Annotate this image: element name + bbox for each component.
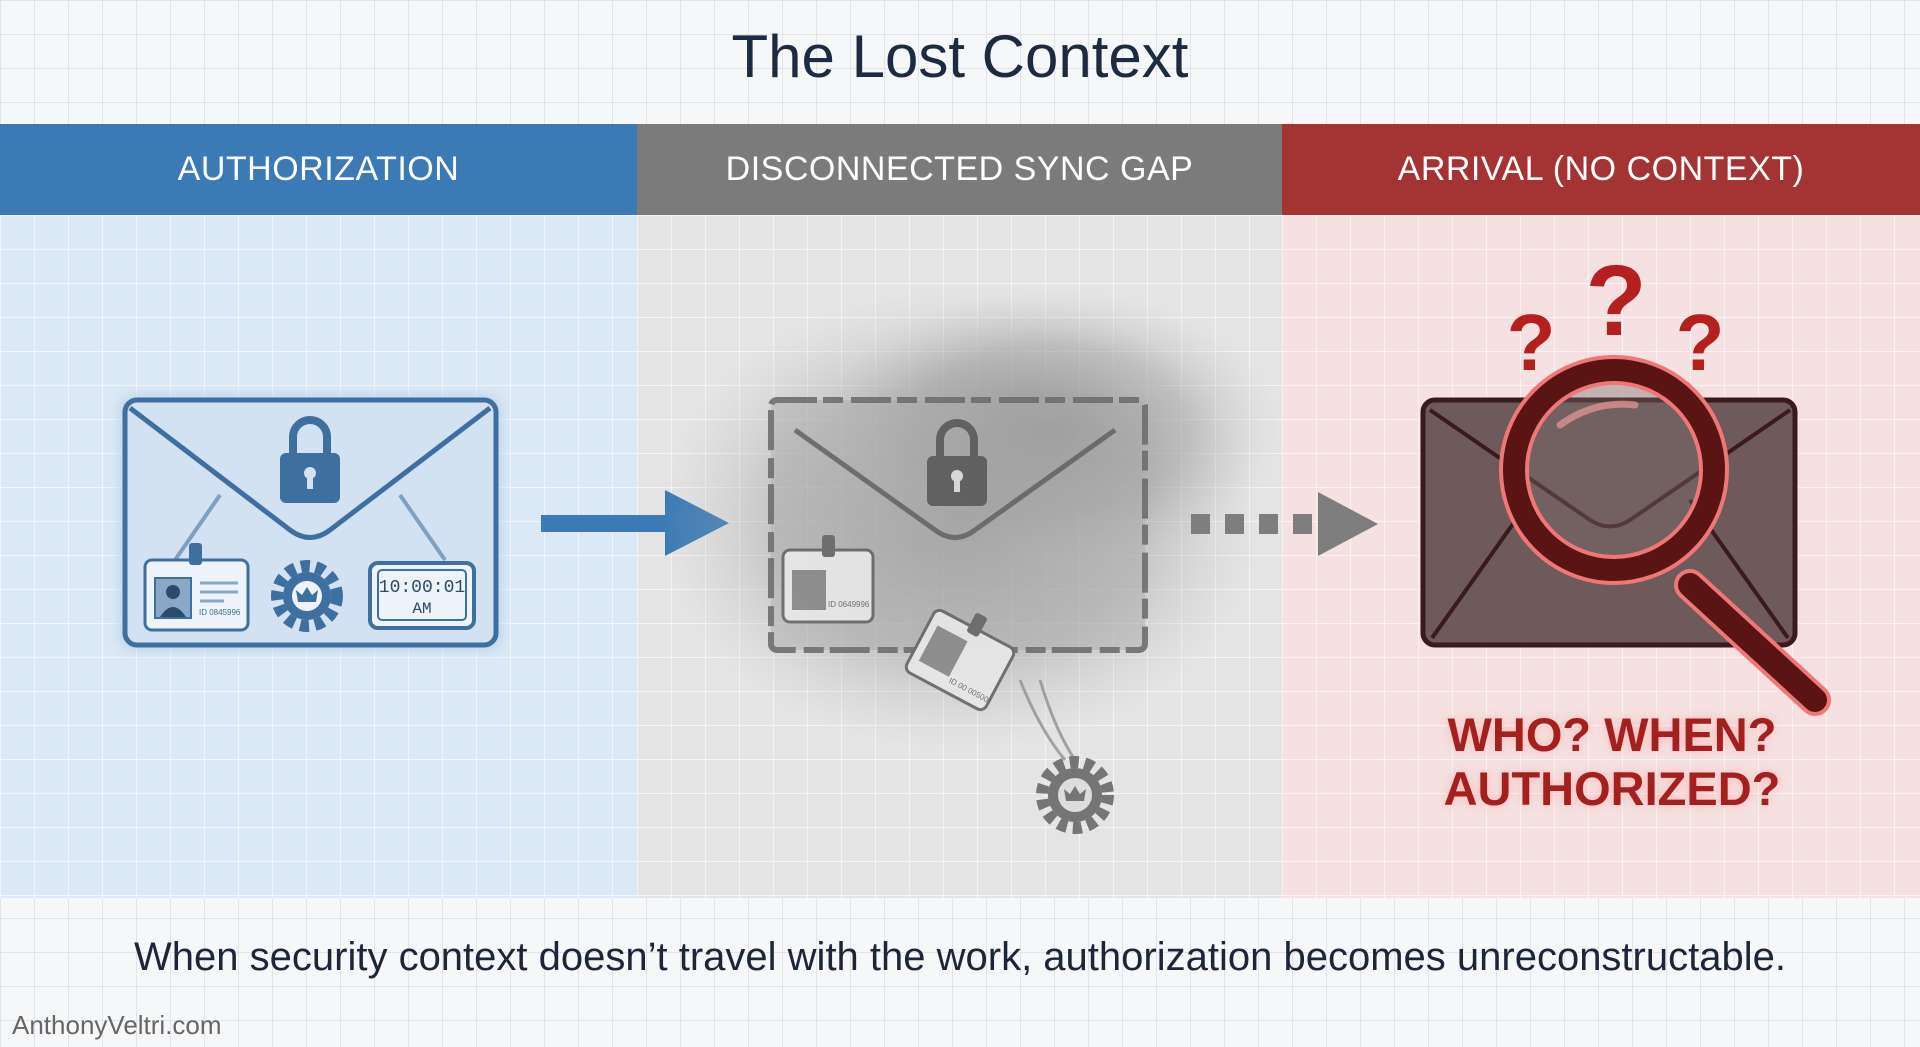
dissolving-envelope-icon: ID 0649996 ID 00 00500 — [768, 397, 1148, 834]
lock-icon — [927, 419, 987, 506]
footer-site-link[interactable]: AnthonyVeltri.com — [12, 1010, 222, 1040]
header-arrival: ARRIVAL (NO CONTEXT) — [1282, 124, 1920, 215]
svg-text:?: ? — [1585, 245, 1646, 357]
admin-gear-icon — [271, 560, 343, 632]
falling-id-badge-icon: ID 00 00500 — [904, 608, 1016, 712]
caption: When security context doesn’t travel wit… — [134, 935, 1786, 979]
unanswered-questions: WHO? WHEN? AUTHORIZED? — [1282, 708, 1920, 816]
svg-text:?: ? — [1507, 298, 1556, 387]
magnifying-glass-icon — [1499, 355, 1831, 716]
header-authorization: AUTHORIZATION — [0, 124, 637, 215]
secure-envelope-icon: ID 0845996 10:00:01 AM — [120, 395, 501, 650]
badge-id-text: ID 0845996 — [199, 608, 241, 617]
id-badge-icon: ID 0845996 — [143, 543, 250, 632]
panel-authorization — [0, 215, 637, 898]
clock-ampm: AM — [412, 600, 431, 618]
page-title: The Lost Context — [731, 23, 1189, 90]
falling-gear-icon — [1018, 679, 1114, 834]
question-marks-icon: ? ? ? — [1507, 245, 1725, 387]
dotted-arrow-icon — [1191, 492, 1378, 556]
badge-id-text: ID 0649996 — [828, 600, 870, 609]
header-sync-gap: DISCONNECTED SYNC GAP — [637, 124, 1282, 215]
clock-icon: 10:00:01 AM — [368, 561, 476, 630]
clock-time: 10:00:01 — [379, 578, 465, 598]
id-badge-icon: ID 0649996 — [781, 535, 875, 624]
lock-icon — [280, 416, 340, 503]
question-line-1: WHO? WHEN? — [1447, 708, 1777, 761]
question-line-2: AUTHORIZED? — [1443, 762, 1781, 815]
svg-text:?: ? — [1676, 298, 1725, 387]
